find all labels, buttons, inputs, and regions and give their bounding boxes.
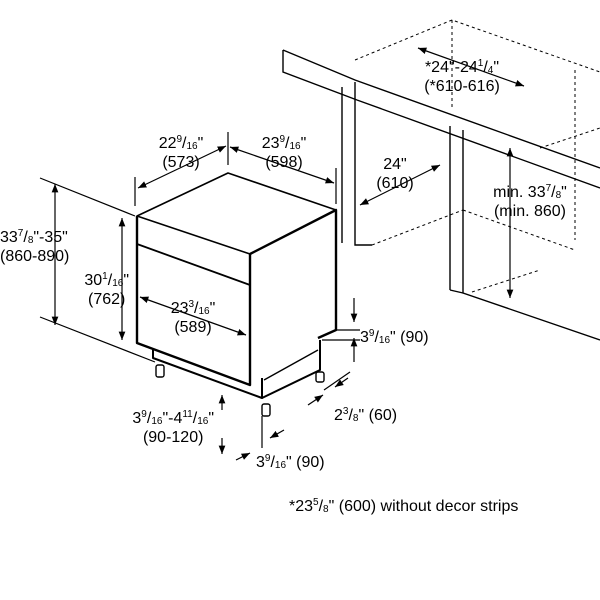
height-body-label: 301/16" (762) (84, 271, 129, 309)
dimension-lines (39, 47, 525, 461)
plinth-top-label: 39/16" (90) (360, 328, 429, 347)
plinth-side-label: 23/8" (60) (334, 406, 398, 425)
door-width-label: 233/16" (589) (170, 299, 216, 337)
width-label: 239/16" (598) (261, 134, 307, 172)
depth-label: 229/16" (573) (158, 134, 204, 172)
cabinet-niche (282, 49, 600, 341)
dishwasher-feet (155, 364, 325, 417)
height-range-label: 337/8"-35" (860-890) (0, 228, 70, 266)
footnote: *235/8" (600) without decor strips (289, 497, 519, 516)
niche-width-label: *24"-241/4" (*610-616) (424, 58, 500, 96)
dishwasher-body (135, 172, 338, 399)
niche-depth-label: 24" (610) (376, 156, 414, 192)
niche-height-label: min. 337/8" (min. 860) (493, 183, 567, 221)
foot-range-label: 39/16"-411/16" (90-120) (132, 409, 214, 447)
foot-front-label: 39/16" (90) (256, 453, 325, 472)
